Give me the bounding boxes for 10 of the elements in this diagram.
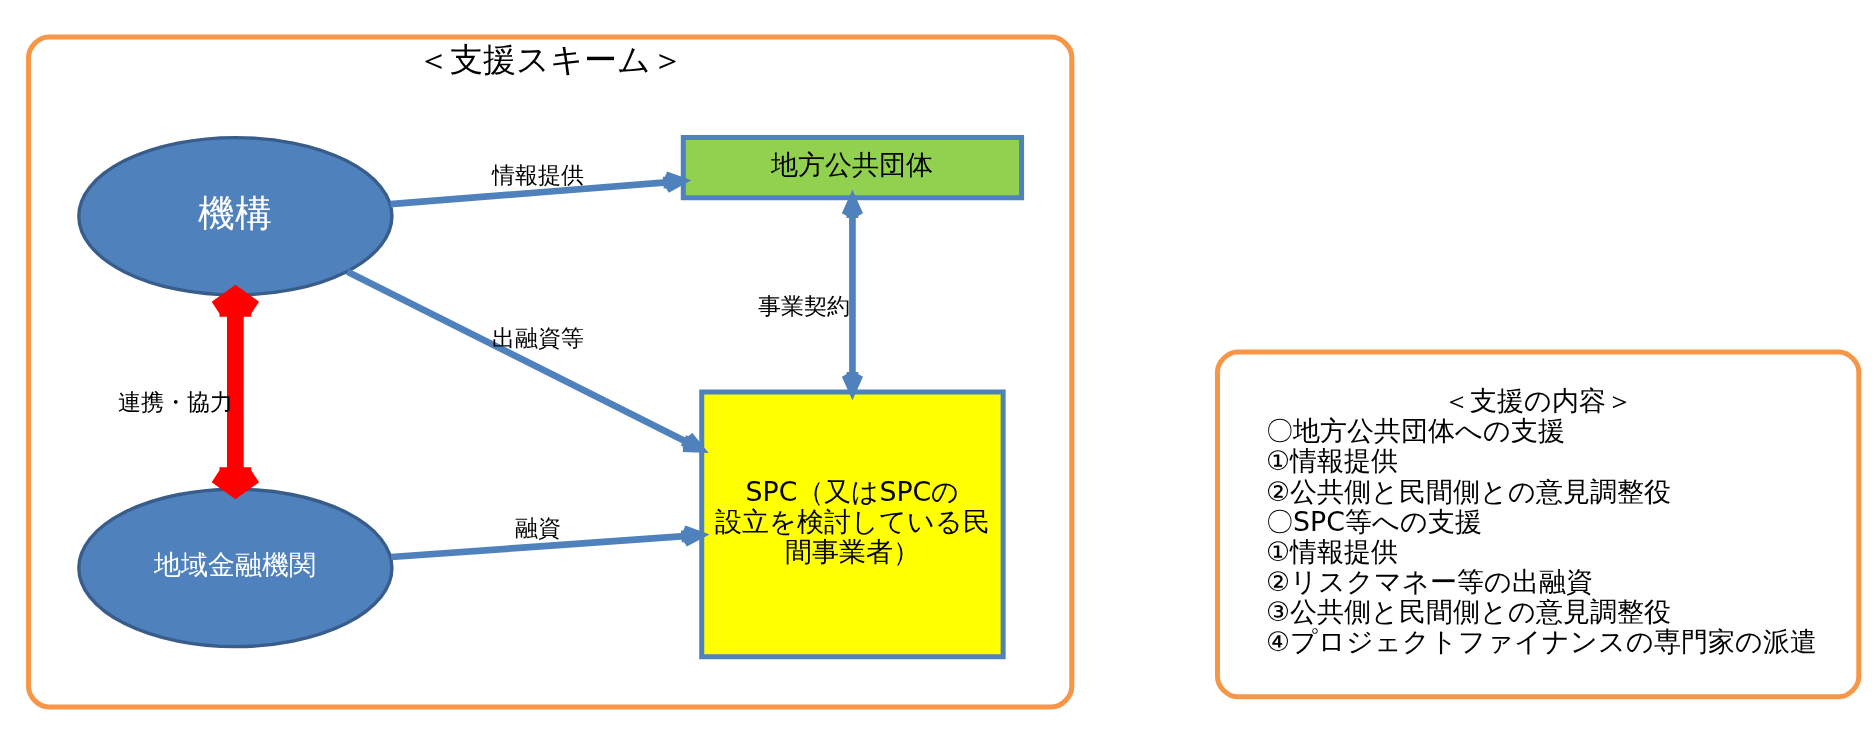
edge-label: 出融資等 — [491, 323, 584, 352]
edge-label: 事業契約 — [757, 292, 850, 321]
edge-label: 情報提供 — [491, 161, 584, 190]
arrow — [345, 268, 706, 453]
node-box: SPC（又はSPCの設立を検討している民間事業者） — [699, 389, 1006, 660]
node-ellipse: 地域金融機関 — [77, 487, 394, 649]
edge-label: 融資 — [514, 514, 561, 543]
node-box: 地方公共団体 — [680, 135, 1025, 201]
node-box: ＜支援の内容＞ 〇地方公共団体への支援 ①情報提供 ②公共側と民間側との意見調整役 〇SPC等への支援 ①情報提供 ②リスクマネー等の出融資 ③公共側と民間側との意見調整役 ④プロジェクトファイナンスの専門家の派遣 — [1214, 349, 1862, 700]
node-ellipse: 機構 — [77, 135, 394, 297]
